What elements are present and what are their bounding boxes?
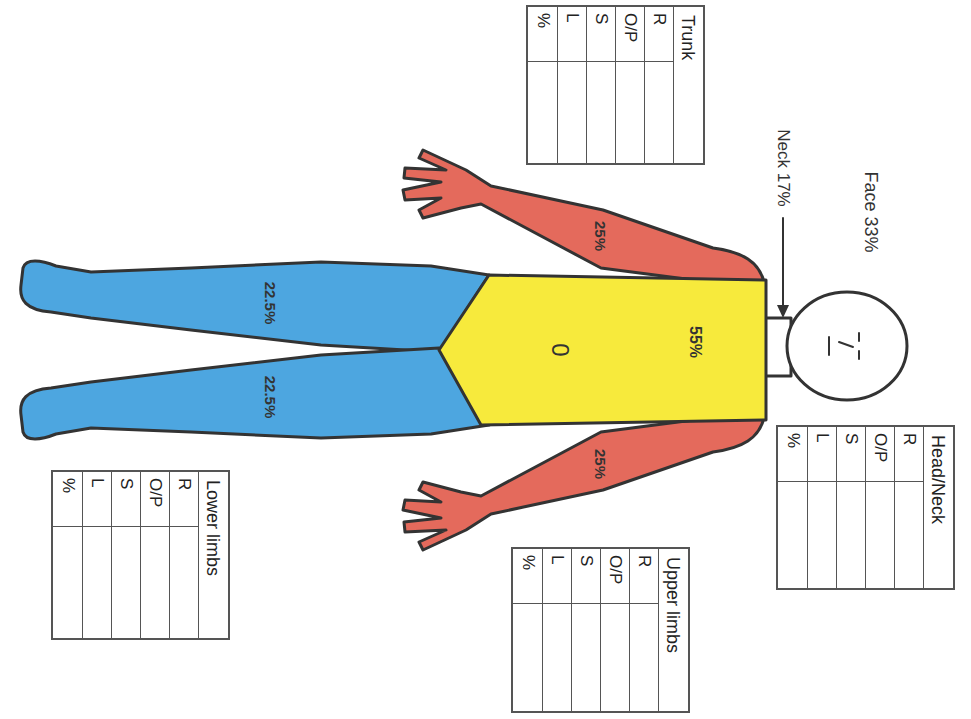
table-row: % [528,7,557,163]
face-eye [858,333,860,341]
table-cell-empty [528,62,557,163]
table-row: % [53,472,82,638]
head-shape [787,292,907,400]
table-cell: S [112,472,140,527]
table-cell: R [895,427,923,482]
table-cell-empty [170,527,198,638]
table-row: R [644,7,673,163]
table-cell-empty [866,482,894,588]
table-cell: S [837,427,865,482]
percent-label: 25% [592,449,609,479]
trunk-shape [439,275,766,425]
table-row: O/P [140,472,169,638]
table-row: S [111,472,140,638]
table-cell: S [572,549,600,604]
table-cell-empty [558,62,586,163]
table-cell: O/P [866,427,894,482]
table-heading: Head/Neck [923,427,953,588]
table-cell: % [528,7,557,62]
table-cell-empty [895,482,923,588]
table-cell-empty [587,62,615,163]
table-cell-empty [630,604,658,711]
right-leg [21,348,489,439]
table-row: S [571,549,600,711]
table-cell-empty [513,604,542,711]
mark-label: 0 [547,343,573,356]
table-row: % [513,549,542,711]
table-cell-empty [778,482,807,588]
table-row: L [557,7,586,163]
table-heading: Lower limbs [198,472,228,638]
table-cell: R [170,472,198,527]
table-heading: Upper limbs [658,549,688,711]
percent-label: 55% [686,326,704,358]
table-cell: O/P [141,472,169,527]
table-cell-empty [572,604,600,711]
pointer-head [777,305,789,318]
table-row: O/P [865,427,894,588]
percent-label: 22.5% [262,376,279,419]
face-mouth [828,337,830,355]
left-arm [403,150,764,282]
table-cell-empty [601,604,629,711]
table-row: O/P [600,549,629,711]
table-cell-empty [141,527,169,638]
table-cell: R [630,549,658,604]
region-label: Neck 17% [774,129,793,206]
face-nose [839,342,853,347]
percent-label: 25% [592,221,609,251]
table-cell: L [808,427,836,482]
table-row: S [586,7,615,163]
table-box: Upper limbsRO/PSL% [511,547,690,713]
table-row: L [82,472,111,638]
table-row: L [807,427,836,588]
table-row: R [169,472,198,638]
table-cell: % [513,549,542,604]
table-heading: Trunk [673,7,703,163]
table-row: % [778,427,807,588]
table-cell-empty [53,527,82,638]
table-row: L [542,549,571,711]
pointer-line [782,218,784,308]
face-eye [858,351,860,359]
left-leg [21,261,489,352]
table-cell: L [83,472,111,527]
table-row: R [894,427,923,588]
table-box: TrunkRO/PSL% [526,5,705,165]
table-cell: R [645,7,673,62]
table-cell-empty [808,482,836,588]
table-cell: S [587,7,615,62]
table-row: R [629,549,658,711]
table-cell: O/P [616,7,644,62]
table-cell-empty [645,62,673,163]
table-cell: L [543,549,571,604]
table-row: O/P [615,7,644,163]
table-box: Head/NeckRO/PSL% [776,425,955,590]
region-label: Face 33% [860,171,880,252]
right-arm [403,418,764,550]
table-box: Lower limbsRO/PSL% [51,470,230,640]
table-cell-empty [543,604,571,711]
table-cell: L [558,7,586,62]
table-cell-empty [616,62,644,163]
table-cell-empty [112,527,140,638]
table-cell-empty [837,482,865,588]
percent-label: 22.5% [262,282,279,325]
table-cell: % [778,427,807,482]
table-cell: O/P [601,549,629,604]
table-cell: % [53,472,82,527]
table-row: S [836,427,865,588]
table-cell-empty [83,527,111,638]
